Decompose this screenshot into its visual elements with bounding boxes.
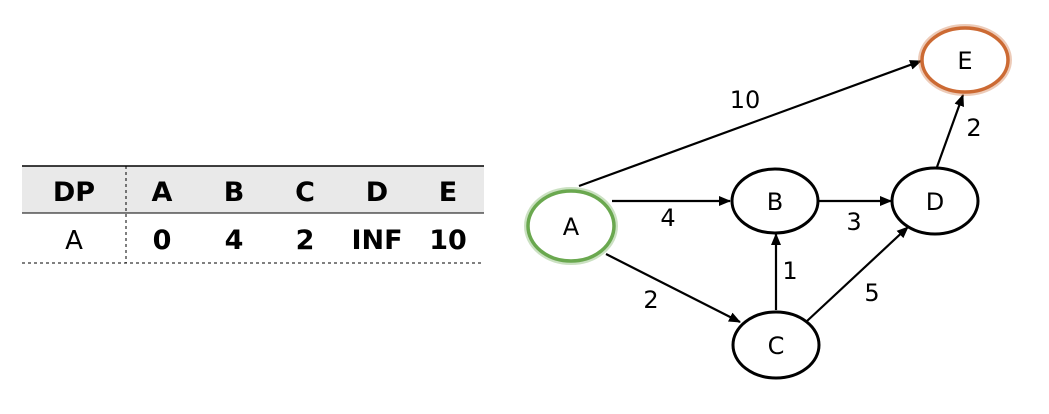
- table-cell: 0: [153, 225, 172, 256]
- edge-a-c: [605, 253, 741, 323]
- table-cell: INF: [351, 225, 402, 256]
- node-label: D: [926, 188, 944, 216]
- node-circle: [526, 189, 616, 263]
- table-column-header: A: [152, 177, 173, 208]
- node-circle: [731, 310, 821, 380]
- dp-table: DP A B C D E A 0 4 2 INF 10: [22, 165, 484, 264]
- node-label: C: [768, 332, 785, 360]
- edge-d-e: [935, 94, 965, 168]
- table-corner-header: DP: [53, 177, 95, 208]
- table-column-header: C: [295, 177, 315, 208]
- edge-weight-label: 2: [643, 286, 658, 314]
- edge-weight-label: 3: [846, 208, 861, 236]
- node-a: A: [524, 187, 618, 265]
- edge-weight-label: 5: [864, 279, 879, 307]
- edge-weight-label: 2: [966, 114, 981, 142]
- edge-weight-label: 10: [730, 86, 761, 114]
- node-c: C: [731, 310, 821, 380]
- table-column-header: E: [439, 177, 457, 208]
- edge-a-e: [578, 59, 922, 188]
- node-label: A: [563, 213, 580, 241]
- node-b: B: [730, 167, 820, 235]
- table-cell: 4: [225, 225, 244, 256]
- table-column-header: B: [224, 177, 245, 208]
- node-circle: [920, 26, 1010, 94]
- edge-c-d: [806, 226, 909, 322]
- table-row-label: A: [65, 226, 83, 256]
- node-label: B: [767, 188, 783, 216]
- table-cell: 2: [296, 225, 315, 256]
- edge-weight-label: 1: [782, 257, 797, 285]
- node-circle: [730, 167, 820, 235]
- node-circle: [890, 166, 980, 236]
- node-e: E: [918, 24, 1012, 96]
- table-column-header: D: [366, 177, 388, 208]
- edges: 10 4 2 3 1 5 2: [578, 59, 982, 323]
- table-header-background: [22, 166, 484, 213]
- graph: 10 4 2 3 1 5 2 A B C D E: [524, 24, 1012, 380]
- node-d: D: [890, 166, 980, 236]
- edge-weight-label: 4: [660, 204, 675, 232]
- nodes: A B C D E: [524, 24, 1012, 380]
- node-label: E: [957, 47, 972, 75]
- table-cell: 10: [429, 225, 467, 256]
